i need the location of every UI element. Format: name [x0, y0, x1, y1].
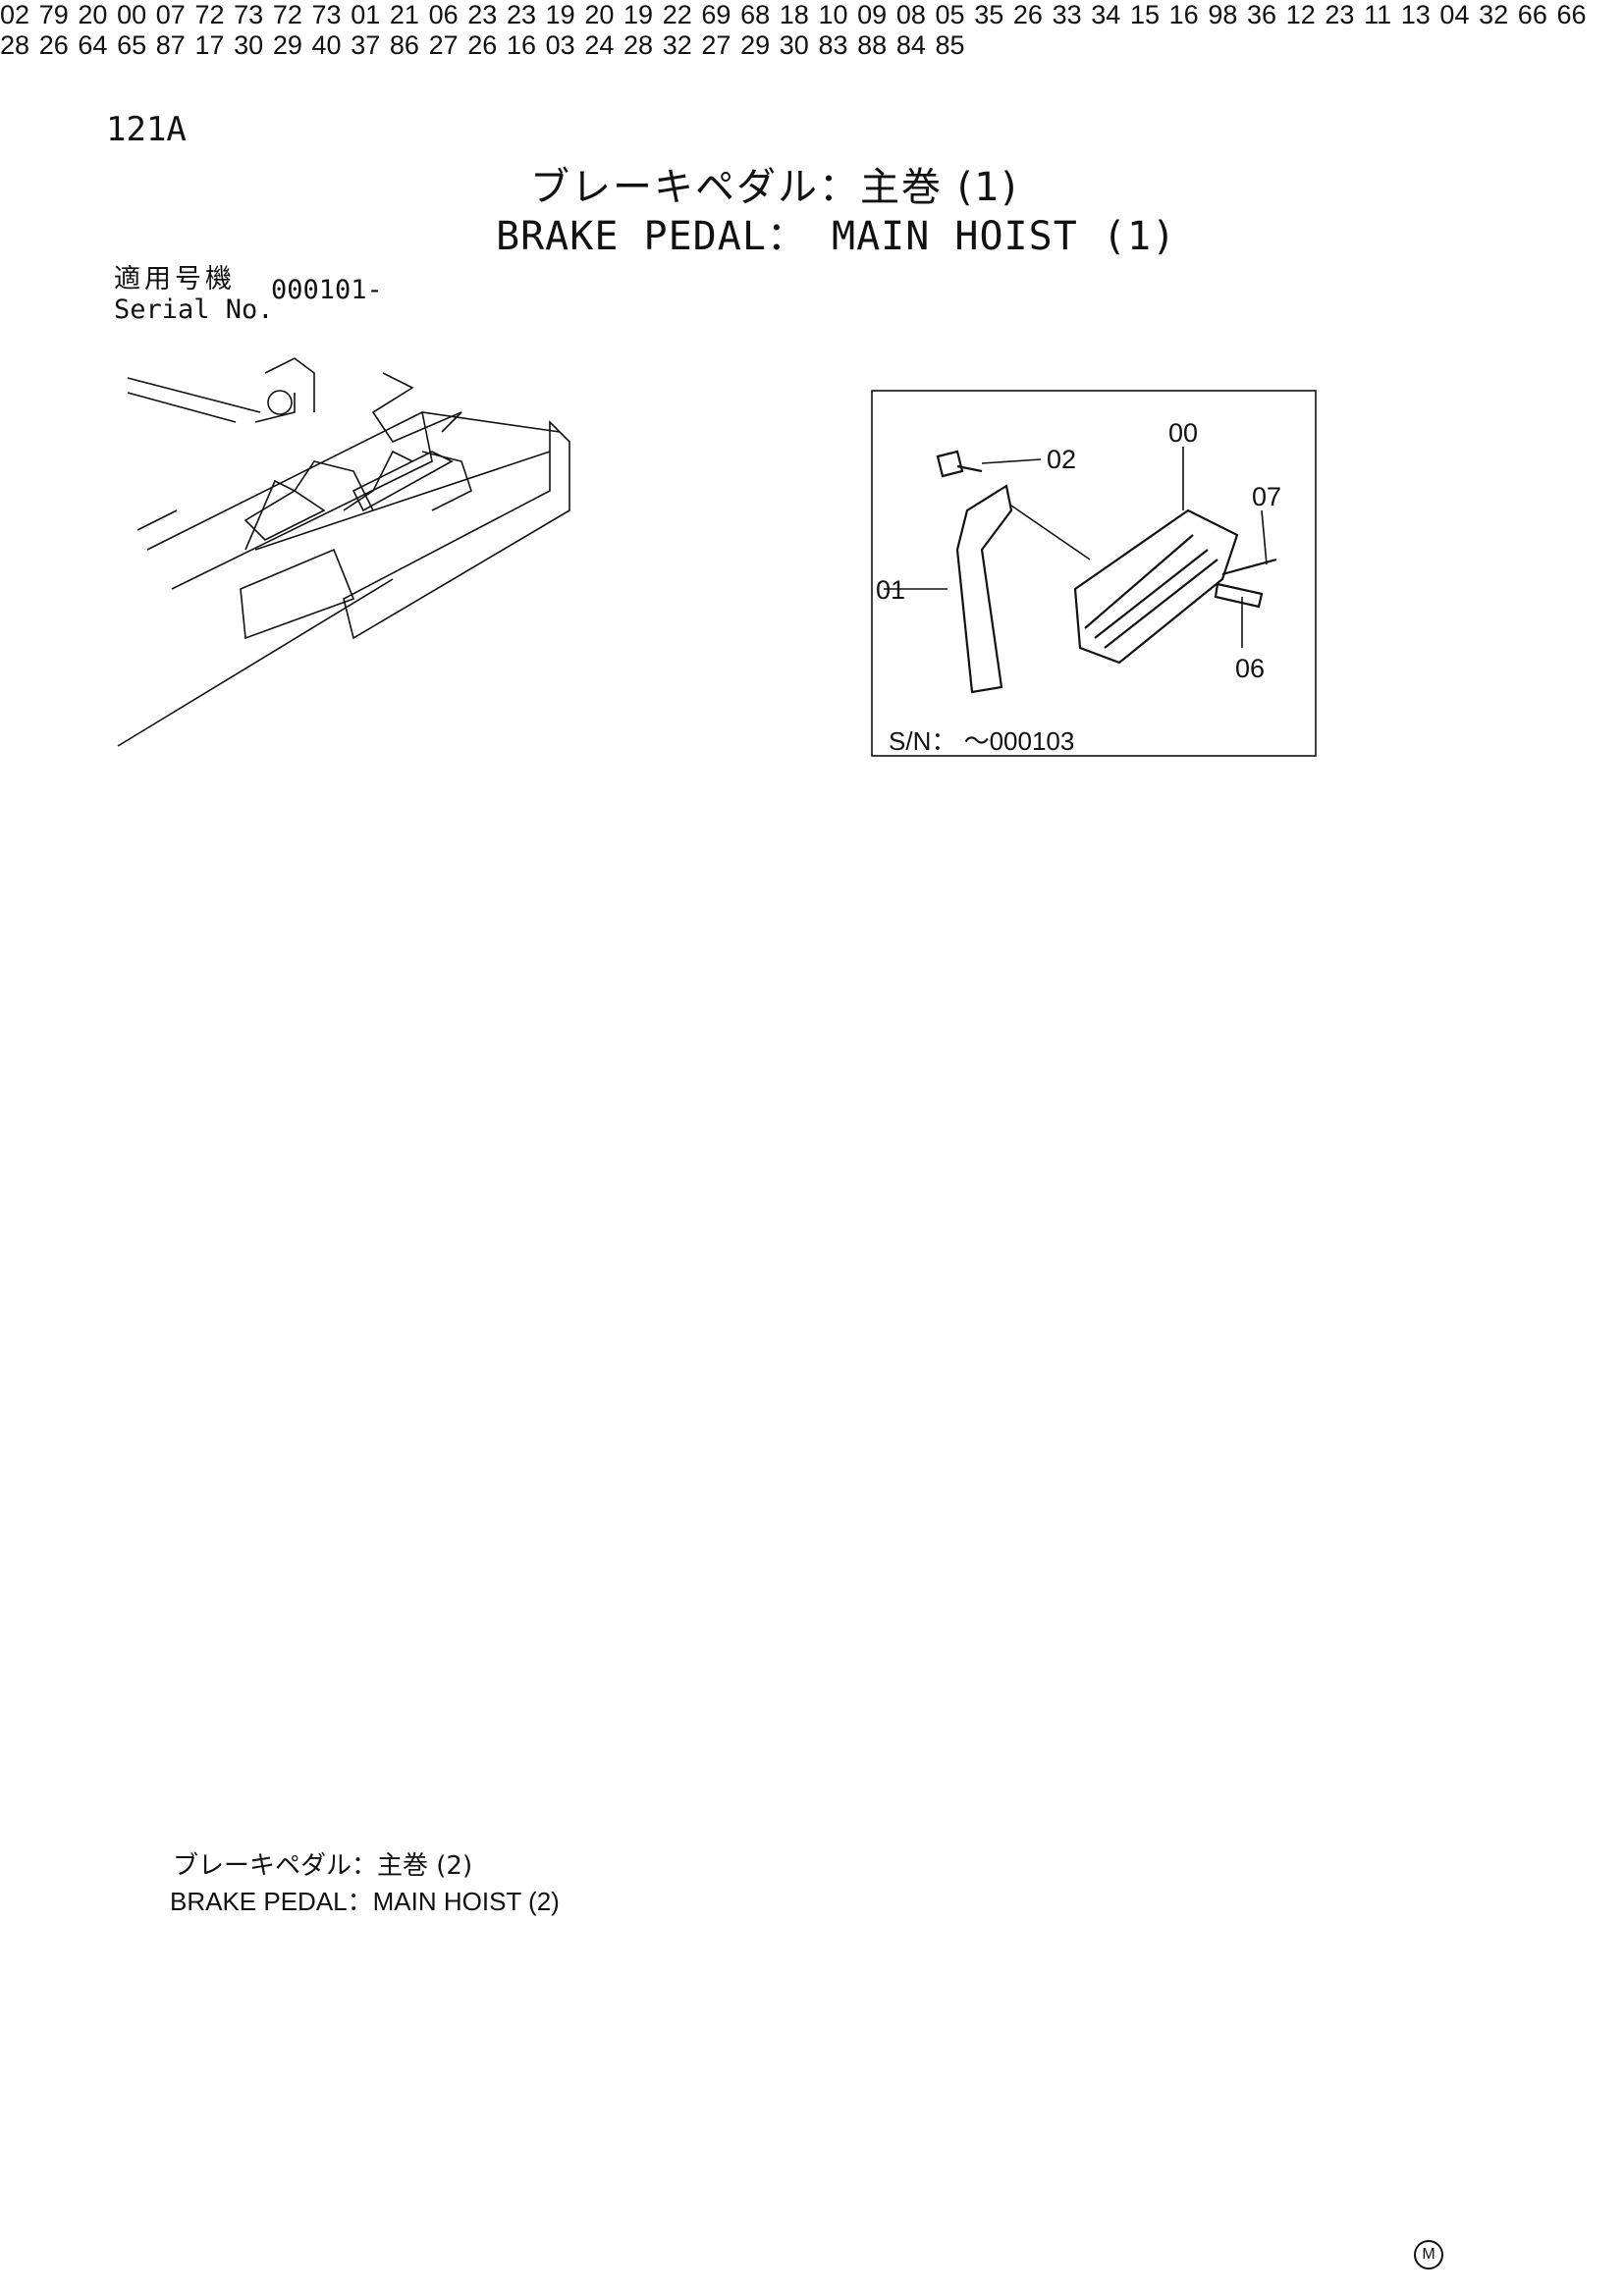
part-number: 09 [857, 0, 888, 29]
part-number: 32 [1479, 0, 1509, 29]
part-number: 15 [1129, 0, 1160, 29]
part-number: 29 [740, 30, 771, 60]
part-number: 66 [1556, 0, 1587, 29]
part-number: 37 [351, 30, 381, 60]
part-number: 64 [78, 30, 108, 60]
part-number-labels: 02 79 20 00 07 72 73 72 73 01 21 06 23 2… [0, 0, 1587, 60]
part-number: 20 [584, 0, 615, 29]
serial-label-english: Serial No. [114, 294, 274, 325]
part-number: 84 [895, 30, 926, 60]
part-number: 22 [662, 0, 692, 29]
part-number: 24 [584, 30, 615, 60]
part-number: 72 [272, 0, 302, 29]
inset-part-number: 02 [1047, 445, 1076, 474]
part-number: 23 [1325, 0, 1355, 29]
part-number: 72 [194, 0, 225, 29]
part-number: 02 [0, 0, 30, 29]
part-number: 03 [545, 30, 575, 60]
part-number: 06 [428, 0, 459, 29]
part-number: 18 [779, 0, 809, 29]
part-number: 07 [155, 0, 186, 29]
part-number: 79 [38, 0, 69, 29]
part-number: 29 [272, 30, 302, 60]
part-number: 36 [1247, 0, 1277, 29]
part-number: 20 [78, 0, 108, 29]
part-number: 28 [0, 30, 30, 60]
part-number: 35 [974, 0, 1004, 29]
inset-part-number: 07 [1252, 482, 1281, 511]
part-number: 16 [1168, 0, 1199, 29]
part-number: 27 [428, 30, 459, 60]
part-number: 19 [623, 0, 654, 29]
part-number: 11 [1364, 0, 1392, 29]
part-number: 33 [1052, 0, 1082, 29]
machine-overview-thumbnail [117, 357, 570, 747]
part-number: 68 [740, 0, 771, 29]
inset-serial-note: S/N： ～000103 [889, 726, 1075, 756]
part-number: 73 [311, 0, 342, 29]
part-number: 66 [1517, 0, 1547, 29]
part-number: 69 [701, 0, 731, 29]
part-number: 16 [506, 30, 536, 60]
part-number: 98 [1208, 0, 1238, 29]
part-number: 12 [1285, 0, 1316, 29]
part-number: 26 [38, 30, 69, 60]
reference-label-japanese: ブレーキペダル：主巻 (2) [173, 1851, 473, 1881]
part-number: 26 [467, 30, 498, 60]
part-number: 27 [701, 30, 731, 60]
part-number: 32 [662, 30, 692, 60]
serial-number-value: 000101- [271, 275, 383, 305]
inset-part-number: 06 [1235, 654, 1265, 683]
part-number: 73 [234, 0, 264, 29]
serial-label-japanese: 適用号機 [114, 264, 236, 294]
part-number: 40 [311, 30, 342, 60]
inset-part-number: 00 [1168, 418, 1198, 448]
part-number: 19 [545, 0, 575, 29]
part-number: 87 [155, 30, 186, 60]
part-number: 86 [389, 30, 419, 60]
page-code: 121A [106, 110, 187, 149]
part-number: 23 [506, 0, 536, 29]
part-number: 30 [234, 30, 264, 60]
part-number: 26 [1012, 0, 1043, 29]
part-number: 00 [117, 0, 147, 29]
part-number: 28 [623, 30, 654, 60]
part-number: 04 [1439, 0, 1470, 29]
inset-early-serial: 02 00 07 01 06 [871, 390, 1317, 757]
part-number: 13 [1400, 0, 1431, 29]
part-number: 21 [389, 0, 419, 29]
part-number: 05 [935, 0, 965, 29]
part-number: 83 [818, 30, 848, 60]
inset-part-number: 01 [876, 575, 905, 605]
title-english: BRAKE PEDAL： MAIN HOIST (1) [496, 214, 1177, 259]
part-number: 88 [857, 30, 888, 60]
part-number: 30 [779, 30, 809, 60]
part-number: 17 [194, 30, 225, 60]
part-number: 34 [1091, 0, 1121, 29]
part-number: 85 [935, 30, 965, 60]
part-number: 08 [895, 0, 926, 29]
part-number: 10 [818, 0, 848, 29]
part-number: 23 [467, 0, 498, 29]
part-number: 01 [351, 0, 381, 29]
reference-label-english: BRAKE PEDAL：MAIN HOIST (2) [170, 1887, 560, 1916]
manufacturer-mark: M [1414, 2240, 1443, 2269]
title-japanese: ブレーキペダル：主巻 (1) [530, 165, 1019, 210]
part-number: 65 [117, 30, 147, 60]
